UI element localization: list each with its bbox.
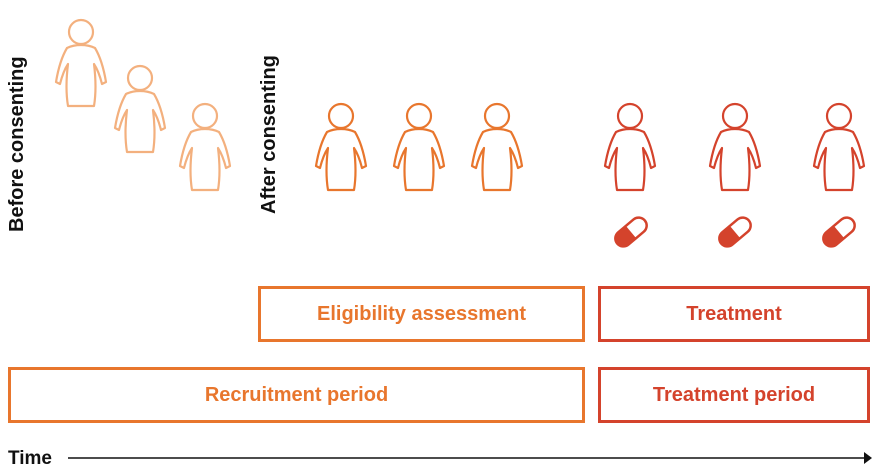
after-consenting-label: After consenting (258, 55, 280, 214)
person-icon (708, 102, 762, 192)
person-icon (314, 102, 368, 192)
pill-icon (718, 216, 752, 248)
recruitment-period-label: Recruitment period (204, 383, 389, 406)
person-icon (113, 64, 167, 154)
arrow-head-icon (864, 452, 872, 464)
person-icon (54, 18, 108, 108)
eligibility-assessment-label: Eligibility assessment (317, 302, 526, 325)
treatment-period-label: Treatment period (652, 383, 816, 406)
recruitment-period-box: Recruitment period (8, 367, 585, 423)
treatment-period-box: Treatment period (598, 367, 870, 423)
pill-icon (614, 216, 648, 248)
person-icon (470, 102, 524, 192)
person-icon (178, 102, 232, 192)
treatment-label: Treatment (686, 302, 782, 325)
eligibility-assessment-box: Eligibility assessment (258, 286, 585, 342)
person-icon (603, 102, 657, 192)
person-icon (812, 102, 866, 192)
person-icon (392, 102, 446, 192)
pill-icon (822, 216, 856, 248)
time-label: Time (8, 448, 53, 469)
treatment-box: Treatment (598, 286, 870, 342)
before-consenting-label: Before consenting (6, 56, 28, 232)
